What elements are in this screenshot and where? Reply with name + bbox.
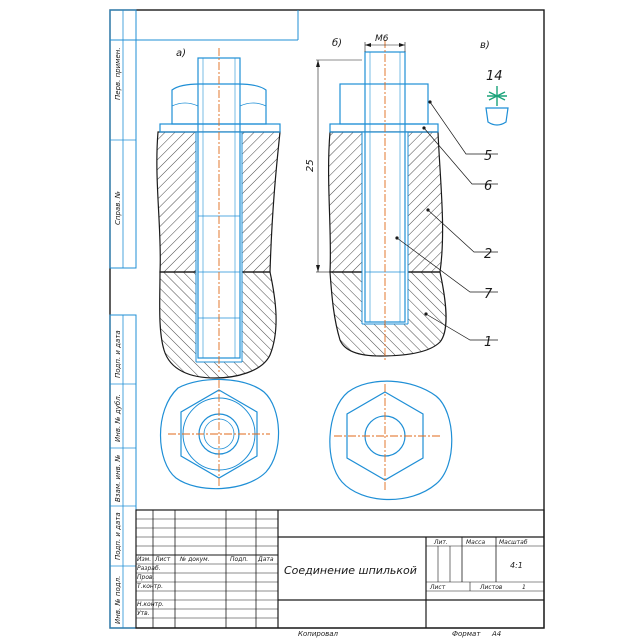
footer-format-value: А4 xyxy=(491,630,501,638)
role-norm-control: Н.контр. xyxy=(137,601,164,608)
mass-label: Масса xyxy=(466,539,485,546)
footer-format: Формат xyxy=(452,630,481,638)
col-list: Лист xyxy=(154,556,171,563)
sheet-label: Лист xyxy=(429,584,446,591)
view-c-label: в) xyxy=(480,40,490,51)
col-doc: № докум. xyxy=(179,556,210,563)
role-developer: Разраб. xyxy=(137,565,161,572)
col-date: Дата xyxy=(257,556,274,563)
thread-dimension: М6 xyxy=(375,34,389,44)
left-margin: Перв. примен. Справ. № Подп. и дата Инв.… xyxy=(109,9,137,629)
col-izm: Изм. xyxy=(137,556,151,563)
margin-label-sign-date-1: Подп. и дата xyxy=(114,330,122,378)
top-view-b xyxy=(329,380,453,501)
title-block: Изм. Лист № докум. Подп. Дата Разраб. Пр… xyxy=(135,509,545,629)
length-dimension: 25 xyxy=(305,159,316,172)
callout-5: 5 xyxy=(484,149,492,164)
margin-label-ref: Справ. № xyxy=(114,191,122,225)
margin-label-orig-inv: Инв. № подл. xyxy=(114,576,122,624)
callout-2: 2 xyxy=(484,247,492,262)
top-view-a xyxy=(160,378,280,490)
margin-label-repl-inv: Взам. инв. № xyxy=(114,454,122,502)
view-a-label: а) xyxy=(176,48,186,59)
weld-symbol-number: 14 xyxy=(486,69,503,84)
margin-label-first-use: Перв. примен. xyxy=(114,47,122,100)
view-c-detail: в) 14 xyxy=(480,40,509,126)
sheets-value: 1 xyxy=(522,584,526,591)
view-b-label: б) xyxy=(332,37,342,49)
role-approved: Утв. xyxy=(137,610,150,617)
footer-copied: Копировал xyxy=(298,630,339,638)
margin-label-dup-inv: Инв. № дубл. xyxy=(114,394,122,442)
callout-7: 7 xyxy=(484,287,493,302)
role-checker: Пров. xyxy=(137,574,155,581)
sheets-label: Листов xyxy=(479,584,503,591)
callout-6: 6 xyxy=(484,179,492,194)
role-tech-control: Т.контр. xyxy=(137,583,163,590)
col-sign: Подп. xyxy=(230,556,248,563)
view-a-section: а) xyxy=(156,48,281,379)
scale-label: Масштаб xyxy=(499,539,528,546)
view-b-section: М6 25 б) 5 6 2 7 1 xyxy=(305,34,498,360)
callout-1: 1 xyxy=(484,335,492,350)
scale-value: 4:1 xyxy=(510,561,523,570)
drawing-title: Соединение шпилькой xyxy=(284,564,417,577)
lit-label: Лит. xyxy=(433,539,448,546)
margin-label-sign-date-2: Подп. и дата xyxy=(114,512,122,560)
